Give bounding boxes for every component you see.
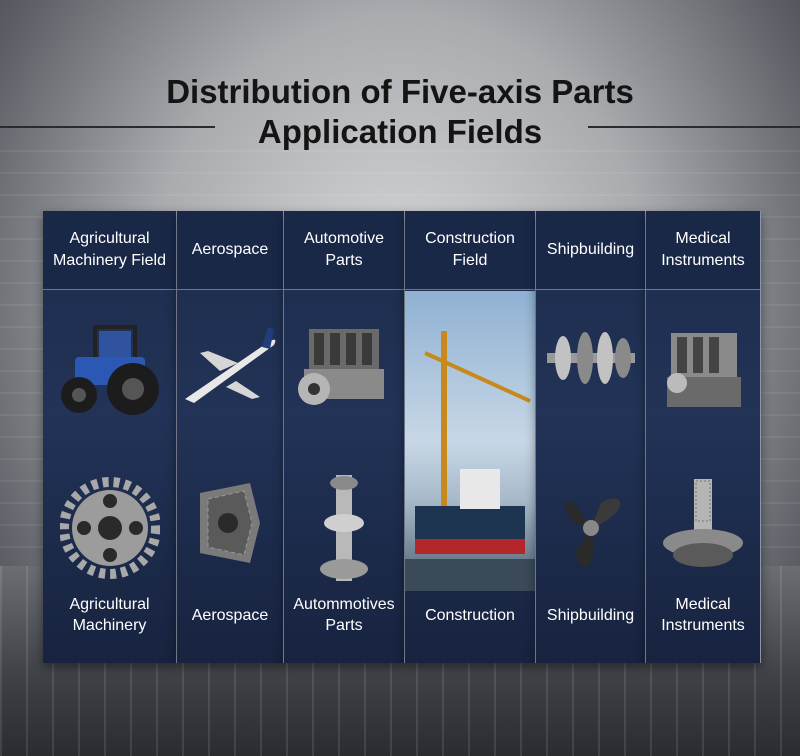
engine-block-icon: [653, 319, 753, 424]
panel-aerospace: Aerospace Aerospace: [177, 211, 284, 663]
crane-ship-photo: [405, 291, 535, 591]
bevel-gear-icon: [190, 473, 270, 578]
title-rule-left: [0, 126, 215, 128]
panel-footer: Agricultural Machinery: [69, 596, 150, 634]
tractor-icon: [55, 319, 165, 424]
panel-footer: Construction: [425, 606, 515, 624]
gear-icon: [58, 473, 161, 588]
page-title: Distribution of Five-axis Parts Applicat…: [0, 72, 800, 152]
shaft-icon: [314, 473, 374, 588]
panel-automotive: Automotive Parts Autommotives Parts: [284, 211, 405, 663]
roller-shaft-icon: [541, 319, 641, 404]
panel-agricultural: Agricultural Machinery Field Agricultura…: [43, 211, 177, 663]
panel-header: Agricultural Machinery Field: [43, 211, 176, 290]
panel-header: Aerospace: [177, 211, 283, 290]
panel-construction: Construction Field Construction: [405, 211, 536, 663]
panel-header: Medical Instruments: [646, 211, 760, 290]
title-line-2: Application Fields: [257, 113, 543, 150]
panel-footer: Aerospace: [191, 606, 269, 624]
airplane-icon: [180, 319, 280, 414]
spindle-part-icon: [658, 473, 748, 588]
panel-header: Automotive Parts: [284, 211, 404, 290]
panel-shipbuilding: Shipbuilding Shipbuilding: [536, 211, 646, 663]
panel-footer: Medical Instruments: [661, 596, 745, 634]
propeller-icon: [546, 473, 636, 588]
panel-footer: Shipbuilding: [546, 606, 635, 624]
title-rule-right: [588, 126, 800, 128]
panel-medical: Medical Instruments Medical Instruments: [646, 211, 761, 663]
engine-icon: [294, 319, 394, 424]
panel-header: Construction Field: [405, 211, 535, 290]
title-line-1: Distribution of Five-axis Parts: [166, 73, 634, 110]
panel-footer: Autommotives Parts: [293, 596, 395, 634]
panel-header: Shipbuilding: [536, 211, 645, 290]
